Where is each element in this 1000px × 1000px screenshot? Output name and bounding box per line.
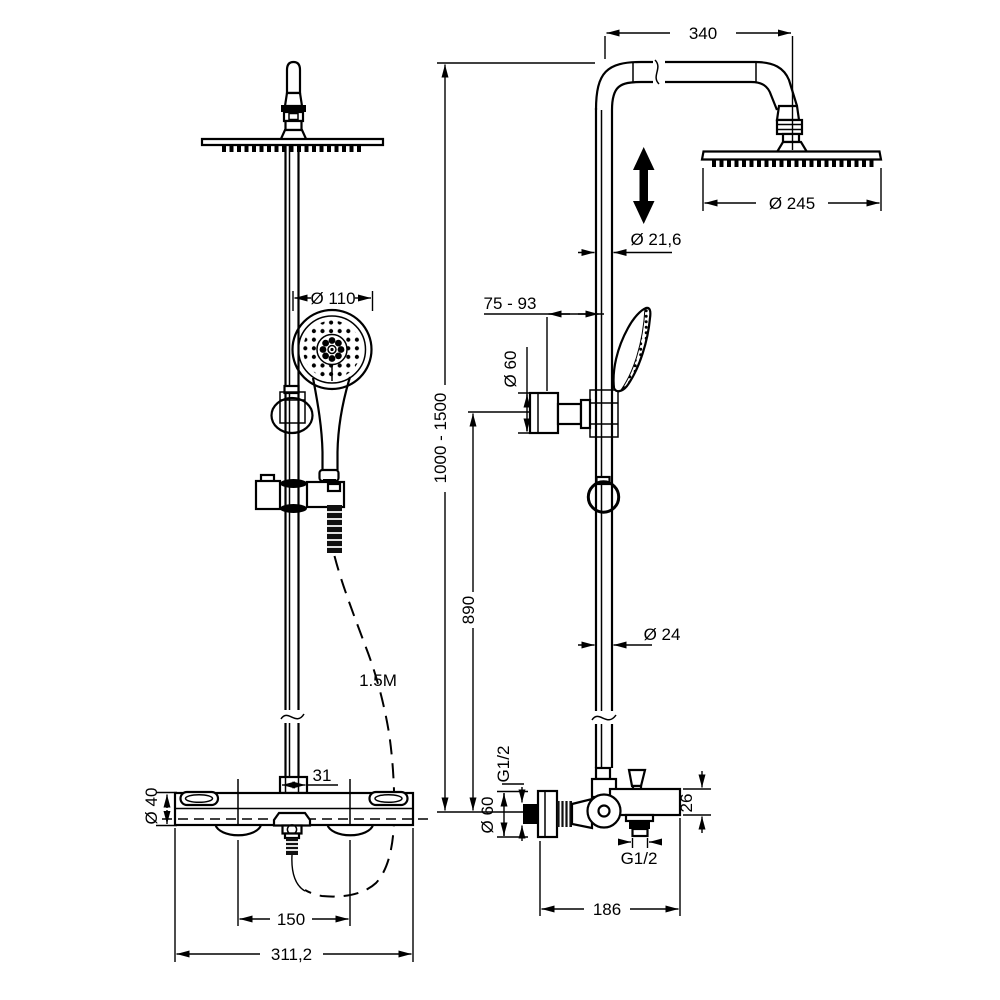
pivot-joint xyxy=(586,793,622,829)
hose-coil xyxy=(326,482,342,553)
dim-wall-flange-diameter: Ø 60 xyxy=(478,790,528,838)
dim-bracket-offset: 75 - 93 xyxy=(484,294,604,391)
valve-side xyxy=(523,766,682,839)
pipe-break-squiggle-front xyxy=(280,713,305,720)
spray-hub xyxy=(319,337,345,362)
dim-inlet-centres: 150 xyxy=(237,840,351,929)
wall-bracket xyxy=(468,389,619,438)
head-pan-side xyxy=(700,150,883,161)
hand-shower-face-rim xyxy=(291,308,373,391)
left-handle-body xyxy=(214,824,263,837)
dim-label-lower-pipe-diameter: Ø 24 xyxy=(644,625,681,644)
dim-label-body-diameter: Ø 40 xyxy=(142,788,161,825)
dim-upper-pipe-diameter: Ø 21,6 xyxy=(578,230,682,256)
arm-joint xyxy=(283,91,304,108)
outlet-spout xyxy=(631,827,649,838)
bracket-clamp xyxy=(589,389,619,438)
dim-overall-width: 311,2 xyxy=(174,828,414,964)
right-handle-body xyxy=(326,824,375,837)
dim-label-riser-height: 890 xyxy=(459,596,478,624)
bracket-flange xyxy=(528,391,560,435)
overhead-shower-front xyxy=(200,60,385,152)
dim-valve-width: 186 xyxy=(539,818,681,919)
wall-inlet xyxy=(523,804,538,824)
dim-arm-projection: 340 xyxy=(604,24,794,150)
handle-right-edge xyxy=(336,376,352,470)
dim-head-diameter: Ø 245 xyxy=(702,168,882,213)
hose-start xyxy=(291,854,306,892)
dim-overall-height: 1000 - 1500 xyxy=(431,62,595,813)
dim-label-head-diameter: Ø 245 xyxy=(769,194,815,213)
dim-riser-connection-width: 31 xyxy=(282,766,338,789)
shower-holder xyxy=(254,473,346,513)
dim-lower-pipe-diameter: Ø 24 xyxy=(578,625,681,649)
dim-label-bracket-flange-diameter: Ø 60 xyxy=(501,351,520,388)
hand-shower-face-edge xyxy=(620,307,651,391)
dim-spout-height: 26 xyxy=(677,771,711,833)
dim-label-bracket-offset: 75 - 93 xyxy=(484,294,537,313)
dim-label-upper-pipe-diameter: Ø 21,6 xyxy=(630,230,681,249)
height-adjust-arrow xyxy=(633,147,655,224)
slider-ring-side xyxy=(586,475,621,514)
spray-nozzle-dots xyxy=(303,320,362,379)
dim-label-wall-flange-diameter: Ø 60 xyxy=(478,797,497,834)
dim-label-overall-height: 1000 - 1500 xyxy=(431,393,450,484)
dim-label-valve-width: 186 xyxy=(593,900,621,919)
wall-flange xyxy=(536,789,559,839)
ball-joint-nut xyxy=(281,105,306,112)
slider-ring-front xyxy=(270,384,314,435)
front-view: Ø 110 xyxy=(142,60,429,964)
hose-length-label: 1.5M xyxy=(359,671,397,690)
dim-riser-height: 890 xyxy=(459,413,478,811)
side-view: 340 Ø 245 Ø 21,6 xyxy=(431,24,883,919)
outlet-flange-front xyxy=(272,811,312,827)
hand-shower-hose xyxy=(304,555,396,898)
dim-label-outlet-thread: G1/2 xyxy=(621,849,658,868)
hand-shower-front xyxy=(291,308,373,485)
dim-label-inlet-thread: G1/2 xyxy=(494,746,513,783)
handle-left-edge xyxy=(311,377,324,470)
valve-front xyxy=(162,775,429,892)
overhead-shower-side xyxy=(700,104,883,167)
head-pan-edge xyxy=(200,137,385,147)
dim-body-diameter: Ø 40 xyxy=(142,788,177,827)
shower-arm xyxy=(594,59,799,111)
arm-top-cap xyxy=(285,60,302,95)
riser-pipe-front xyxy=(280,145,305,778)
dim-inlet-thread: G1/2 xyxy=(494,746,526,841)
dim-label-overall-width: 311,2 xyxy=(271,945,312,964)
dim-hand-shower-diameter: Ø 110 xyxy=(292,289,374,311)
hand-shower-side xyxy=(612,306,652,393)
dim-label-arm-projection: 340 xyxy=(689,24,717,43)
dim-bracket-flange-diameter: Ø 60 xyxy=(501,347,532,434)
dim-label-spout-height: 26 xyxy=(677,794,696,813)
pipe-break-squiggle-side xyxy=(591,714,617,721)
outlet-flange-side xyxy=(624,813,655,823)
arm-break-squiggle xyxy=(654,59,660,85)
ball-joint-nut-side xyxy=(775,118,804,136)
valve-body-side xyxy=(608,787,682,817)
diverter-knob xyxy=(627,768,647,788)
dim-label-hand-shower-diameter: Ø 110 xyxy=(310,289,355,308)
dim-outlet-thread: G1/2 xyxy=(618,838,662,868)
dim-label-inlet-centres: 150 xyxy=(277,910,305,929)
riser-pipe-side xyxy=(591,108,617,768)
dim-label-riser-connection-width: 31 xyxy=(313,766,332,785)
